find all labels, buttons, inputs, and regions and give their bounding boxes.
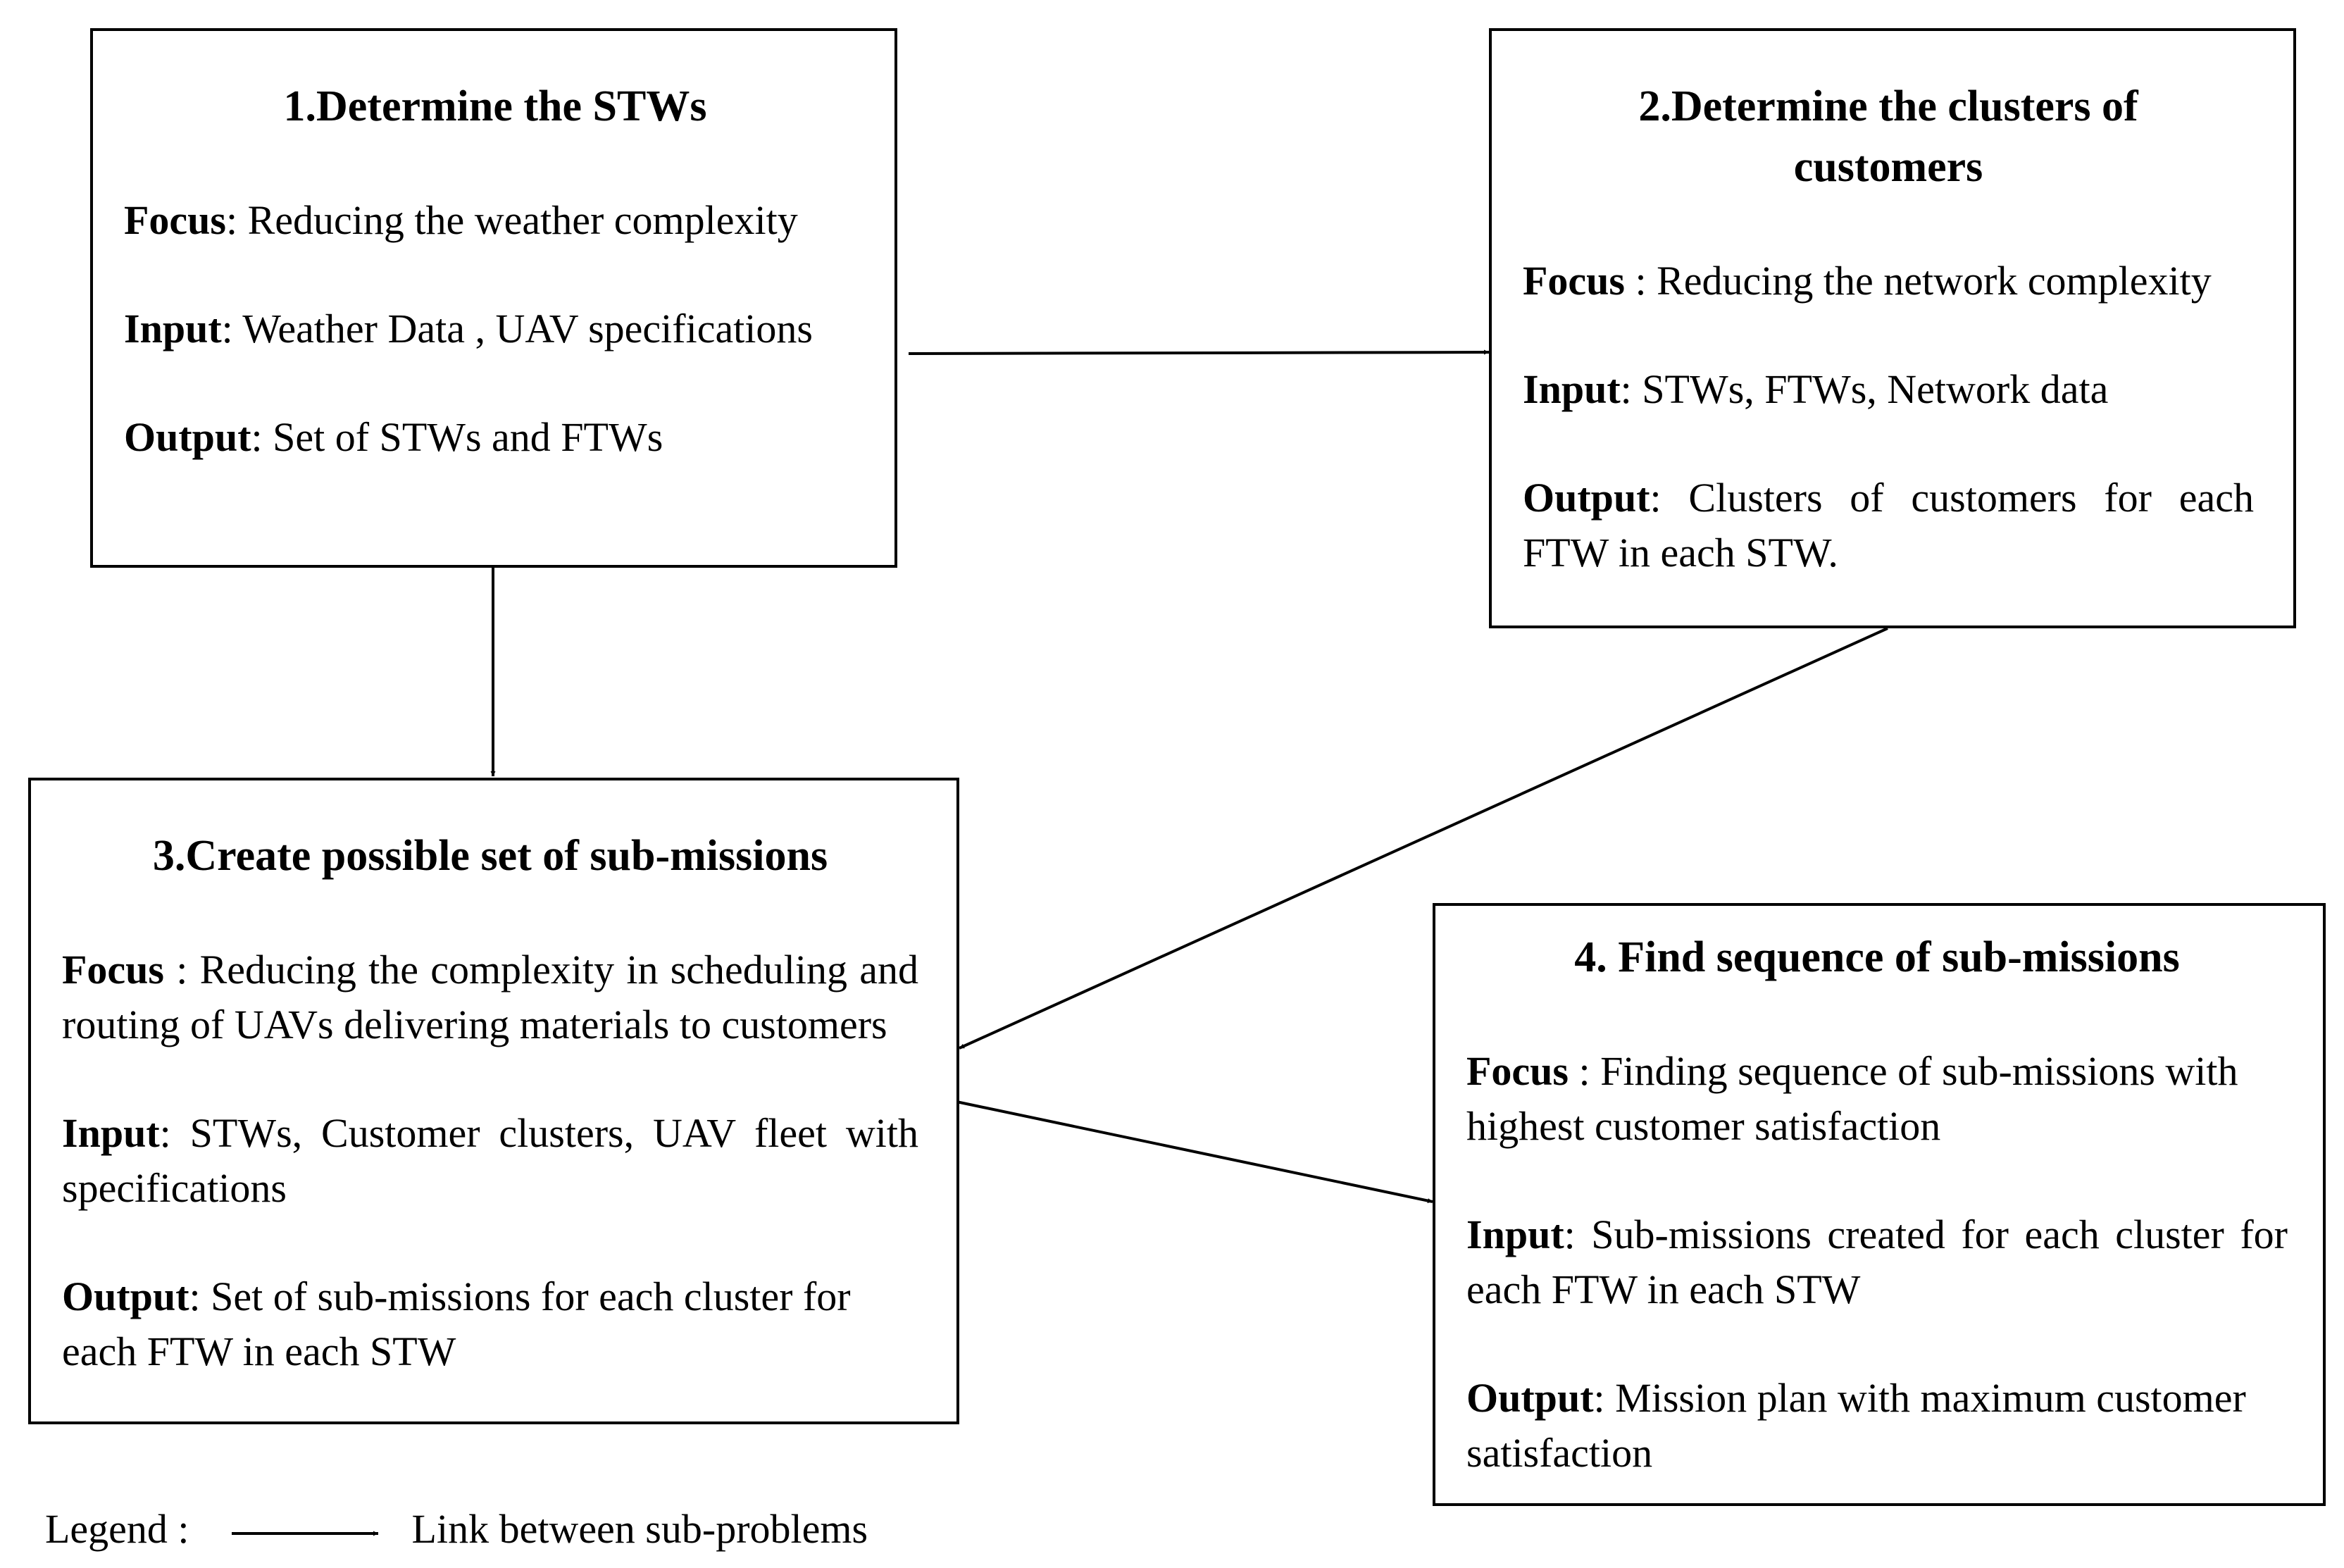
output-text-2: : Clusters of customers for each FTW in … [1523,475,2254,575]
input-text-1: : Weather Data , UAV specifications [221,306,813,351]
subproblem-box-1: 1.Determine the STWs Focus: Reducing the… [90,28,897,568]
subproblem-box-2: 2.Determine the clusters of customers Fo… [1489,28,2296,628]
input-label-2: Input [1523,366,1621,412]
focus-field-3: Focus : Reducing the complexity in sched… [62,942,918,1052]
output-label-4: Output [1466,1375,1594,1421]
focus-label-3: Focus [62,947,164,993]
input-label-3: Input [62,1110,160,1156]
subproblem-title-1: 1.Determine the STWs [283,82,707,130]
output-text-3: : Set of sub-missions for each cluster f… [62,1274,851,1374]
link-arrow-2-to-3 [959,627,1888,1050]
focus-field-2: Focus : Reducing the network complexity [1523,254,2254,309]
output-field-2: Output: Clusters of customers for each F… [1523,471,2254,580]
subproblem-box-4: 4. Find sequence of sub-missions Focus :… [1433,903,2326,1506]
link-arrow-1-to-2 [908,349,1490,355]
focus-label-2: Focus [1523,258,1625,304]
legend-label: Legend : [45,1506,189,1552]
subproblem-box-3: 3.Create possible set of sub-missions Fo… [28,778,959,1424]
focus-field-4: Focus : Finding sequence of sub-missions… [1466,1044,2288,1154]
focus-text-3: : Reducing the complexity in scheduling … [62,947,918,1047]
subproblem-title-4: 4. Find sequence of sub-missions [1574,933,2180,981]
output-field-1: Output: Set of STWs and FTWs [124,410,866,465]
subproblem-title-3: 3.Create possible set of sub-missions [152,832,828,880]
legend-arrow-icon [231,1531,378,1536]
legend-text: Link between sub-problems [411,1506,868,1552]
focus-label-4: Focus [1466,1048,1569,1094]
legend: Legend : Link between sub-problems [45,1491,868,1568]
output-text-4: : Mission plan with maximum customer sat… [1466,1375,2246,1476]
focus-text-1: : Reducing the weather complexity [226,197,798,243]
output-field-3: Output: Set of sub-missions for each clu… [62,1269,918,1379]
output-field-4: Output: Mission plan with maximum custom… [1466,1371,2288,1481]
input-field-3: Input: STWs, Customer clusters, UAV flee… [62,1106,918,1216]
output-label-3: Output [62,1274,189,1319]
input-label-4: Input [1466,1212,1564,1257]
output-label-1: Output [124,414,251,460]
focus-field-1: Focus: Reducing the weather complexity [124,193,866,248]
focus-label-1: Focus [124,197,226,243]
focus-text-4: : Finding sequence of sub-missions with … [1466,1048,2238,1149]
input-field-2: Input: STWs, FTWs, Network data [1523,362,2254,417]
output-text-1: : Set of STWs and FTWs [251,414,663,460]
input-label-1: Input [124,306,222,351]
focus-text-2: : Reducing the network complexity [1625,258,2212,304]
input-text-2: : STWs, FTWs, Network data [1620,366,2109,412]
input-text-4: : Sub-missions created for each cluster … [1466,1212,2288,1312]
subproblem-title-2: 2.Determine the clusters of customers [1638,82,2138,191]
link-arrow-3-to-4 [956,1100,1433,1203]
input-text-3: : STWs, Customer clusters, UAV fleet wit… [62,1110,918,1211]
input-field-4: Input: Sub-missions created for each clu… [1466,1207,2288,1317]
output-label-2: Output [1523,475,1650,521]
input-field-1: Input: Weather Data , UAV specifications [124,301,866,356]
